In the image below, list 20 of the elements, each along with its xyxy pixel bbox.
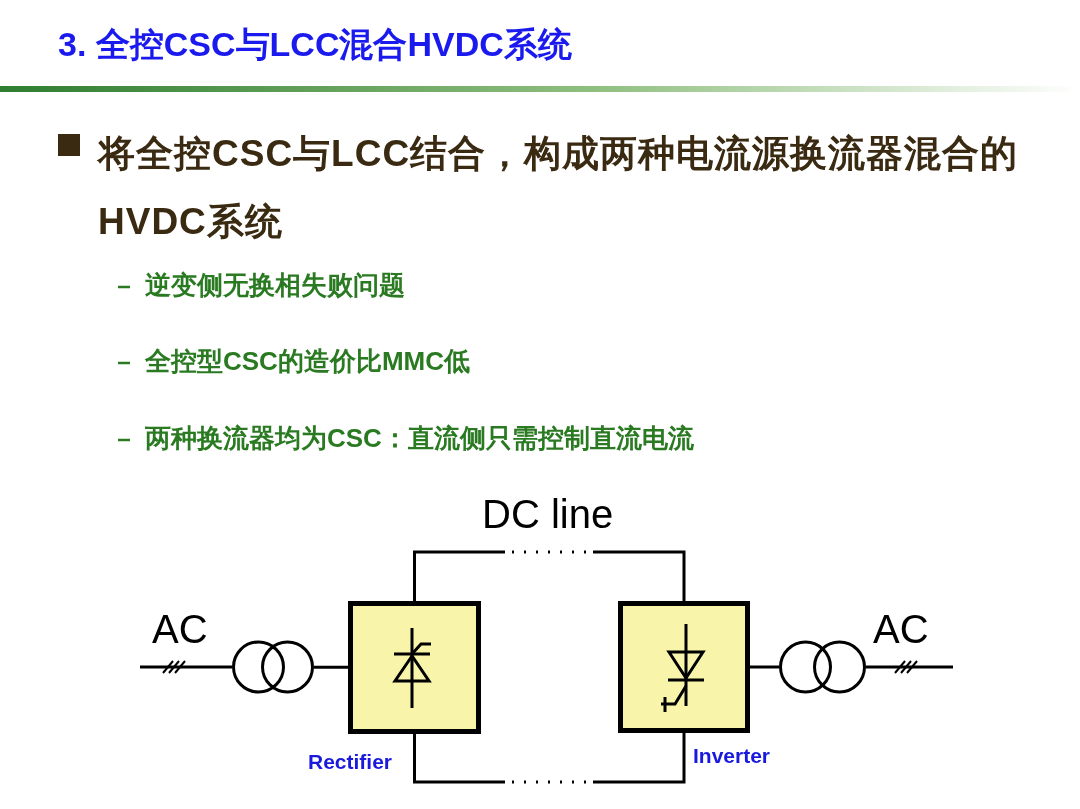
wire: [140, 665, 232, 669]
dc-line: [413, 733, 686, 784]
edge-label: AC: [873, 609, 929, 649]
transformer-symbol: [232, 640, 314, 694]
sub-bullet-text: 两种换流器均为CSC：直流侧只需控制直流电流: [145, 422, 694, 455]
slide-title: 3. 全控CSC与LCC混合HVDC系统: [58, 24, 572, 65]
wire: [750, 665, 779, 669]
sub-bullet-text: 逆变侧无换相失败问题: [145, 269, 405, 302]
converter-caption: Inverter: [693, 744, 771, 768]
wire: [866, 665, 953, 669]
sub-bullet-text: 全控型CSC的造价比MMC低: [145, 345, 470, 378]
wire: [314, 665, 348, 669]
transformer-symbol: [779, 640, 866, 694]
edge-label: AC: [152, 609, 208, 649]
dc-line: [413, 550, 686, 601]
converter-caption: Rectifier: [308, 750, 393, 774]
converter-box: [348, 601, 481, 734]
bullet-text: 将全控CSC与LCC结合，构成两种电流源换流器混合的HVDC系统: [98, 132, 1020, 244]
edge-label: DC line: [482, 494, 614, 534]
converter-box: [618, 601, 750, 733]
